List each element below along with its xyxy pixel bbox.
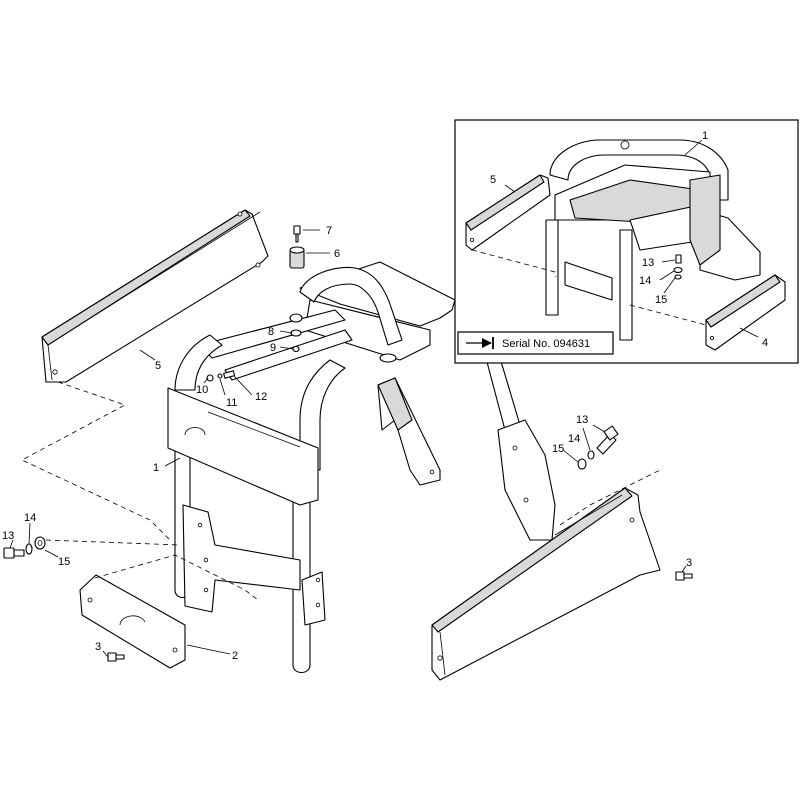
callout-11: 11 [226, 397, 237, 409]
callout-15-left: 15 [58, 556, 70, 568]
callout-6: 6 [334, 248, 340, 260]
left-side-panel [41, 209, 269, 383]
leader-lines-main [9, 229, 687, 658]
callout-3-left: 3 [95, 641, 101, 653]
bottom-plate [79, 574, 186, 669]
callout-12: 12 [255, 391, 267, 403]
callout-8: 8 [268, 326, 274, 338]
inset-callout-15: 15 [655, 294, 667, 306]
inset-callout-4: 4 [762, 337, 768, 349]
spacer-and-bolt [289, 225, 305, 269]
serial-number-label: Serial No. 094631 [502, 338, 590, 350]
callouts-main: 7 6 8 9 10 11 12 5 1 2 3 3 13 14 15 13 1… [2, 225, 692, 662]
bolt-3-right [675, 571, 693, 581]
inset-callout-1: 1 [702, 130, 708, 142]
small-fasteners [206, 370, 236, 382]
washer-and-nut [289, 313, 303, 353]
inset-callout-14: 14 [639, 275, 651, 287]
callout-15-right: 15 [552, 443, 564, 455]
inset-callout-13: 13 [642, 257, 654, 269]
inset-callout-5: 5 [490, 174, 496, 186]
callout-1: 1 [153, 462, 159, 474]
callout-10: 10 [196, 384, 208, 396]
callout-13-right: 13 [576, 414, 588, 426]
right-side-panel [431, 487, 661, 681]
inset-detail: Serial No. 094631 [454, 119, 799, 364]
main-frame [167, 261, 556, 674]
right-bolt-set [577, 425, 619, 470]
arrow-to-bar-icon [466, 337, 494, 349]
assembly-line-right-panel [559, 469, 661, 526]
callout-2: 2 [232, 650, 238, 662]
callouts-inset: 1 5 13 14 15 4 [490, 130, 768, 349]
callout-9: 9 [270, 342, 276, 354]
callout-5: 5 [155, 360, 161, 372]
callout-14-right: 14 [568, 433, 580, 445]
callout-7: 7 [326, 225, 332, 237]
assembly-line-left-panel [21, 381, 171, 541]
assembly-line-left-bolts [45, 539, 181, 546]
serial-number-box [457, 331, 614, 355]
callout-3-right: 3 [686, 557, 692, 569]
callout-13-left: 13 [2, 530, 14, 542]
bolt-3-left [107, 652, 125, 662]
callout-14-left: 14 [24, 512, 36, 524]
